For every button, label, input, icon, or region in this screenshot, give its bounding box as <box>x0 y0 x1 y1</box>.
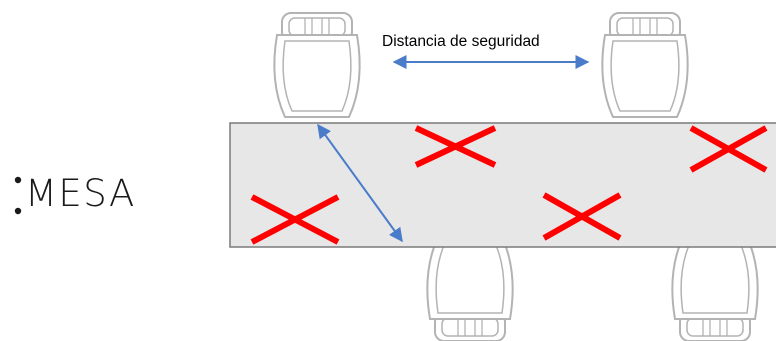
chair-top-left <box>273 12 361 118</box>
distance-label: Distancia de seguridad <box>382 33 540 50</box>
blocked-seat-cross-4 <box>542 192 622 241</box>
blocked-seat-cross-2 <box>689 125 768 173</box>
logo-dot-top-icon <box>14 176 22 184</box>
logo-text: MESA <box>25 172 136 215</box>
distance-arrow-diagonal <box>317 123 403 243</box>
blocked-seat-cross-1 <box>414 125 497 168</box>
chair-top-right <box>601 12 689 118</box>
chair-bottom-left <box>426 236 514 341</box>
brand-logo: MESA <box>14 172 136 215</box>
chair-bottom-right <box>671 236 759 341</box>
logo-dot-bottom-icon <box>14 207 22 215</box>
